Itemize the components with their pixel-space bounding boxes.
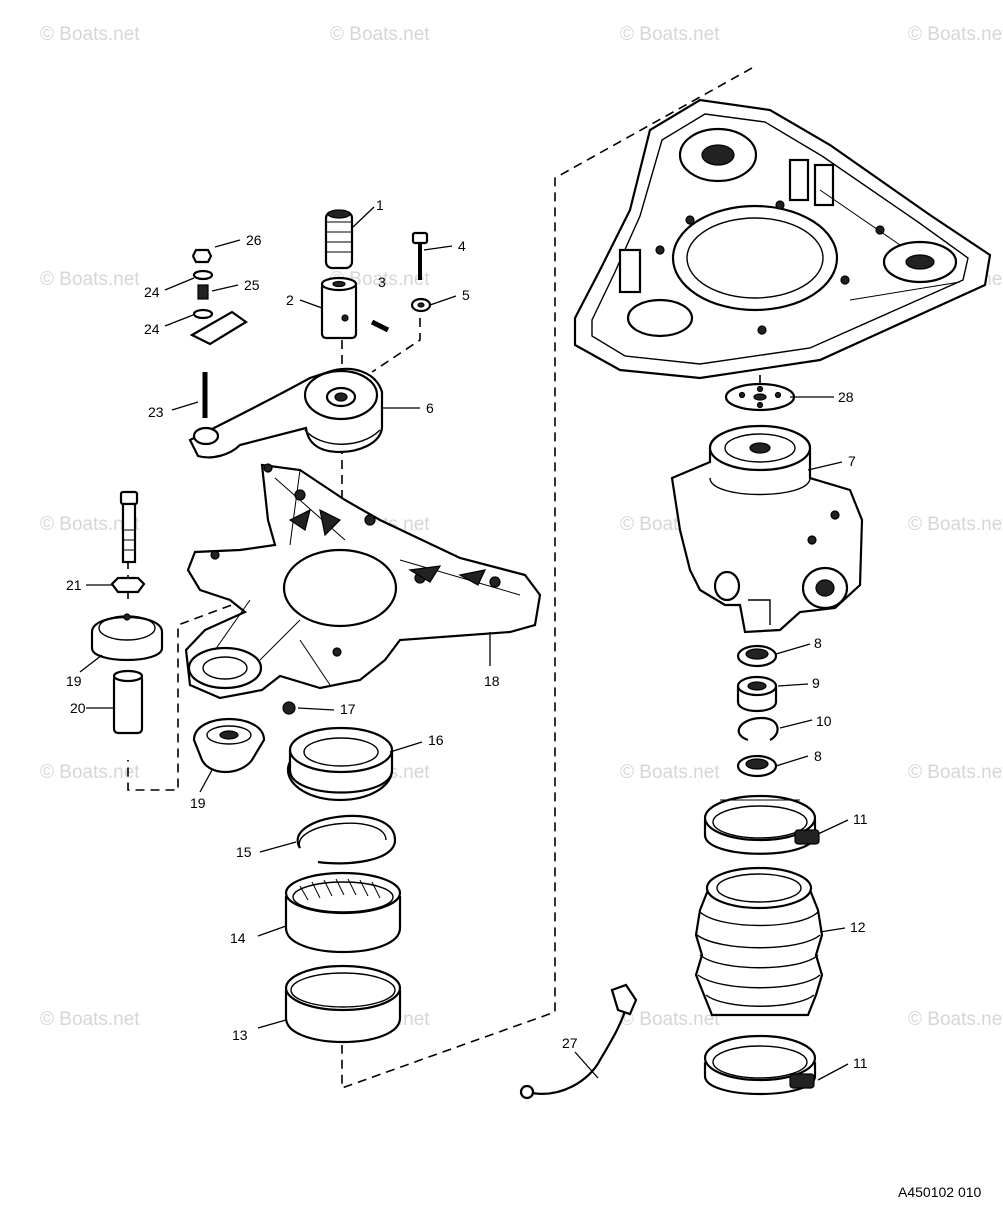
callout-25: 25 xyxy=(244,277,260,293)
callout-26: 26 xyxy=(246,232,262,248)
callout-27: 27 xyxy=(562,1035,578,1051)
part-hose-clamp-11-upper xyxy=(703,794,820,855)
callout-2: 2 xyxy=(286,292,294,308)
part-retaining-ring-15 xyxy=(296,814,397,865)
part-bushing xyxy=(320,276,358,340)
drawing-code: A450102 010 xyxy=(898,1184,982,1200)
callout-6: 6 xyxy=(426,400,434,416)
callout-15: 15 xyxy=(236,844,252,860)
part-cap-19-upper xyxy=(90,613,164,662)
part-plate-28 xyxy=(724,382,796,412)
callout-24-upper: 24 xyxy=(144,284,160,300)
watermark: © Boats.net xyxy=(620,1009,720,1030)
callout-17: 17 xyxy=(340,701,356,717)
part-bell-housing-7 xyxy=(670,424,864,634)
callout-1: 1 xyxy=(376,197,384,213)
watermark: © Boats.net xyxy=(40,514,140,535)
part-seal-8-upper xyxy=(736,644,778,668)
callout-13: 13 xyxy=(232,1027,248,1043)
watermark: © Boats.net xyxy=(908,24,1003,45)
part-race-14 xyxy=(284,871,402,954)
part-spring-pin xyxy=(324,209,354,270)
watermark: © Boats.net xyxy=(620,24,720,45)
callout-7: 7 xyxy=(848,453,856,469)
callout-16: 16 xyxy=(428,732,444,748)
callout-21: 21 xyxy=(66,577,82,593)
callout-23: 23 xyxy=(148,404,164,420)
callout-24-lower: 24 xyxy=(144,321,160,337)
watermark: © Boats.net xyxy=(908,514,1003,535)
watermark: © Boats.net xyxy=(40,24,140,45)
watermark: © Boats.net xyxy=(620,762,720,783)
callout-8-lower: 8 xyxy=(814,748,822,764)
part-bearing-16 xyxy=(286,726,394,802)
part-bolt-top xyxy=(411,231,429,280)
part-bearing-9 xyxy=(736,675,778,713)
part-hose-clamp-11-lower xyxy=(703,1034,817,1095)
part-bellows-boot-12 xyxy=(694,866,824,1017)
callout-11-upper: 11 xyxy=(853,811,868,827)
part-tube-20 xyxy=(112,669,144,735)
part-snap-ring-10 xyxy=(737,716,779,742)
callout-labels: 1 2 3 4 5 6 7 8 8 9 10 11 11 12 13 14 15… xyxy=(66,197,868,1071)
callout-18: 18 xyxy=(484,673,500,689)
watermark: © Boats.net xyxy=(40,1009,140,1030)
part-small-pin xyxy=(370,319,390,333)
callout-20: 20 xyxy=(70,700,86,716)
callout-11-lower: 11 xyxy=(853,1055,868,1071)
callout-5: 5 xyxy=(462,287,470,303)
part-seal-8-lower xyxy=(736,754,778,778)
watermark: © Boats.net xyxy=(908,1009,1003,1030)
callout-8-upper: 8 xyxy=(814,635,822,651)
callout-10: 10 xyxy=(816,713,832,729)
callout-3: 3 xyxy=(378,274,386,290)
leader-lines xyxy=(79,206,849,1081)
part-steering-arm xyxy=(188,367,384,459)
part-bolt-17 xyxy=(282,701,296,715)
part-cup-19-lower xyxy=(192,717,266,773)
watermark: © Boats.net xyxy=(40,762,140,783)
watermark: © Boats.net xyxy=(908,762,1003,783)
part-ground-wire-27 xyxy=(519,983,638,1100)
part-ring-13 xyxy=(284,964,402,1044)
watermark: © Boats.net xyxy=(330,24,430,45)
callout-4: 4 xyxy=(458,238,466,254)
part-gimbal-housing-top xyxy=(573,98,992,380)
part-bolt-nut-21 xyxy=(110,490,146,594)
callout-12: 12 xyxy=(850,919,866,935)
part-gimbal-housing xyxy=(184,463,542,700)
callout-19-upper: 19 xyxy=(66,673,82,689)
callout-19-lower: 19 xyxy=(190,795,206,811)
callout-14: 14 xyxy=(230,930,246,946)
part-small-hardware xyxy=(189,248,248,418)
callout-28: 28 xyxy=(838,389,854,405)
watermark: © Boats.net xyxy=(40,269,140,290)
part-washer-5 xyxy=(410,297,432,313)
callout-9: 9 xyxy=(812,675,820,691)
